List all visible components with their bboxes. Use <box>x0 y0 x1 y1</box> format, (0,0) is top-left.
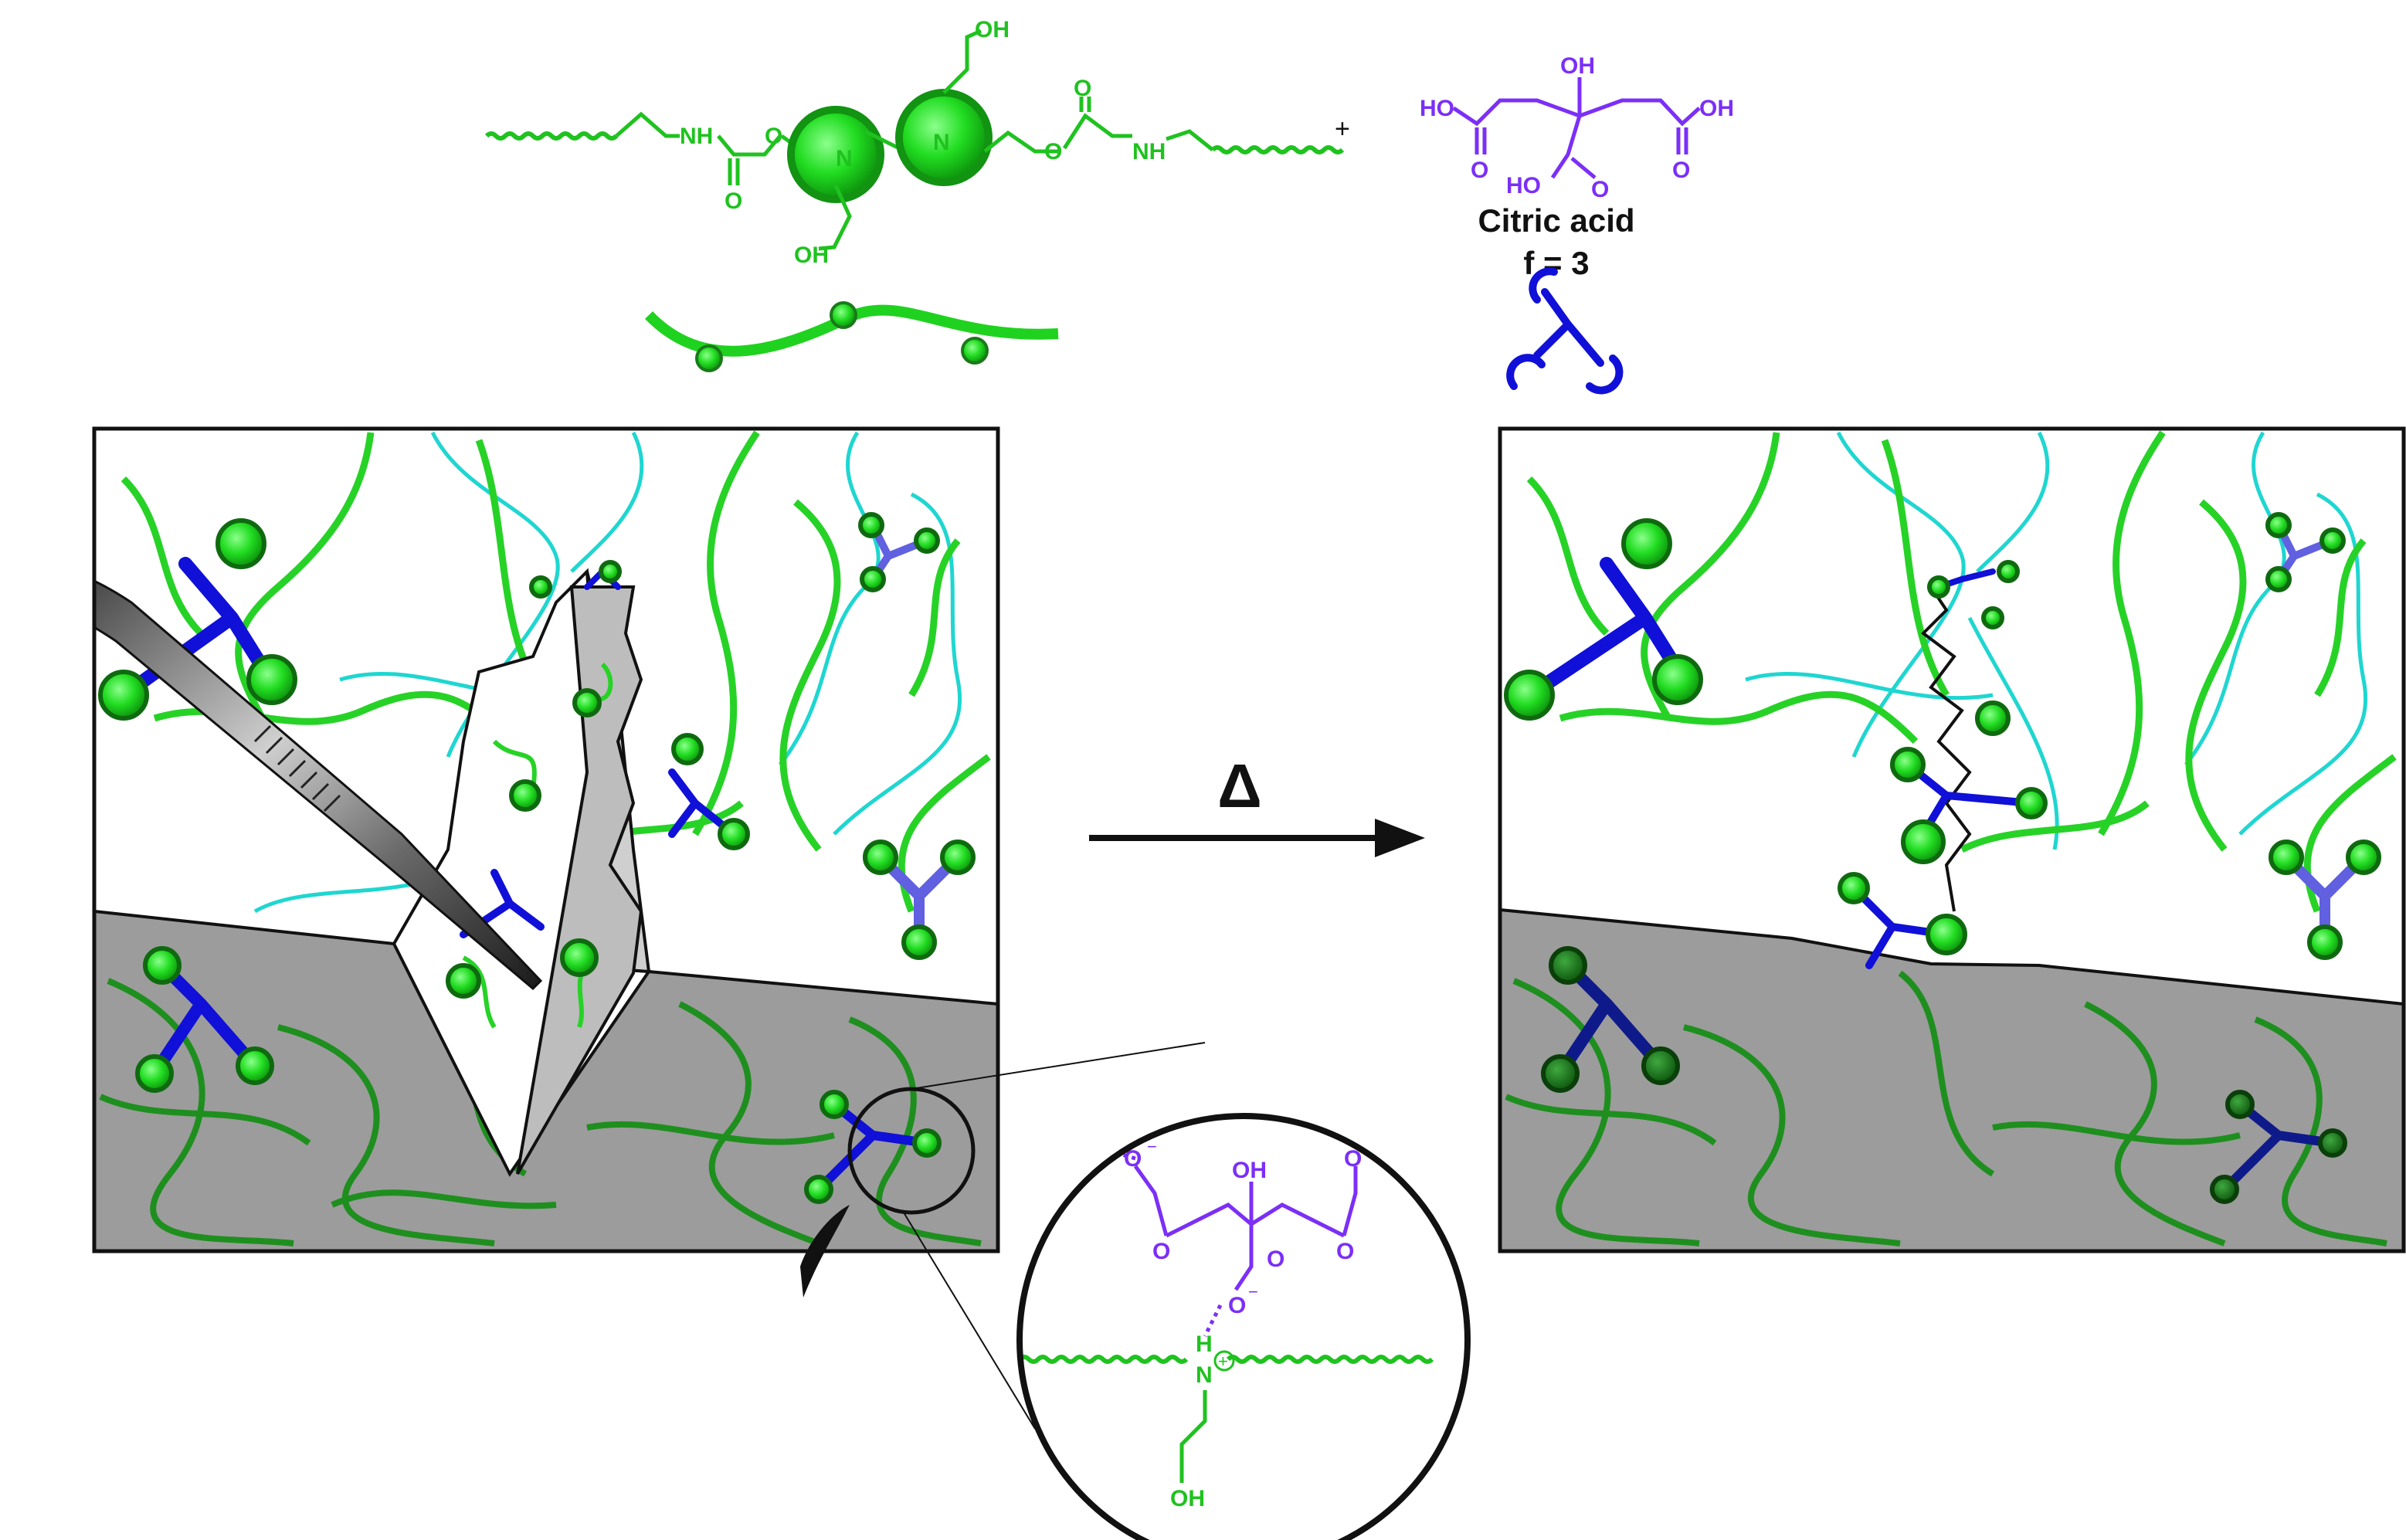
svg-text:−: − <box>1147 1137 1157 1156</box>
citric-acid-name: Citric acid <box>1478 202 1634 239</box>
citric-o-right: O <box>1672 158 1690 183</box>
plus-sign: + <box>1335 114 1350 144</box>
citric-o-center: O <box>1591 177 1609 202</box>
n-label-left: N <box>836 146 853 171</box>
zoom-o-minus-center: O <box>1228 1293 1246 1318</box>
citric-oh-top: OH <box>1560 53 1595 79</box>
o-carbonyl-left: O <box>725 188 742 214</box>
damaged-material-panel <box>92 426 1000 1297</box>
svg-text:−: − <box>1248 1282 1258 1301</box>
zoom-o-carbonyl-right: O <box>1336 1239 1354 1264</box>
nh-label-right: NH <box>1132 139 1166 165</box>
zoom-h-label: H <box>1196 1331 1213 1357</box>
polymer-chain-cartoon <box>644 301 1059 372</box>
svg-text:+: + <box>1218 1352 1228 1371</box>
wavy-chain-right <box>1210 145 1345 154</box>
zoom-o-carbonyl-left: O <box>1152 1239 1170 1264</box>
scalpel-icon <box>94 579 543 991</box>
citric-acid-structure: OH HO O O OH HO O Citric acid f = 3 <box>1420 53 1734 281</box>
wavy-chain-left <box>484 131 619 141</box>
nh-label-left: NH <box>680 124 713 149</box>
oh-label-top: OH <box>975 17 1010 42</box>
zoom-oh-bottom: OH <box>1170 1486 1205 1511</box>
bond-site-balls-left <box>98 512 976 1204</box>
n-label-right: N <box>933 130 950 155</box>
heat-delta-label: Δ <box>1217 751 1262 820</box>
zoom-oh-top: OH <box>1232 1158 1267 1183</box>
crosslinker-icon <box>1506 267 1624 395</box>
o-ester-left: O <box>765 124 782 149</box>
polymer-structure: NH O O N OH N OH O O NH + <box>484 17 1350 268</box>
zoom-o-carbonyl-center: O <box>1267 1247 1284 1272</box>
bond-site-balls-right <box>1504 512 2381 960</box>
o-carbonyl-right: O <box>1074 76 1091 101</box>
citric-ho-left: HO <box>1420 96 1454 121</box>
oh-label-bottom: OH <box>794 243 829 268</box>
carbamate-left <box>717 134 782 157</box>
amine-ball-left <box>787 106 884 203</box>
citric-o-left: O <box>1471 158 1488 183</box>
o-ester-right: O <box>1044 139 1062 165</box>
citric-ho-center: HO <box>1506 173 1541 198</box>
reaction-arrow: Δ <box>1089 751 1425 857</box>
citric-oh-right: OH <box>1699 96 1734 121</box>
healed-material-panel <box>1498 426 2406 1253</box>
polymer-backbone <box>615 111 680 138</box>
zoom-n-label: N <box>1196 1362 1213 1388</box>
zoom-o-minus-right: O <box>1344 1146 1362 1172</box>
